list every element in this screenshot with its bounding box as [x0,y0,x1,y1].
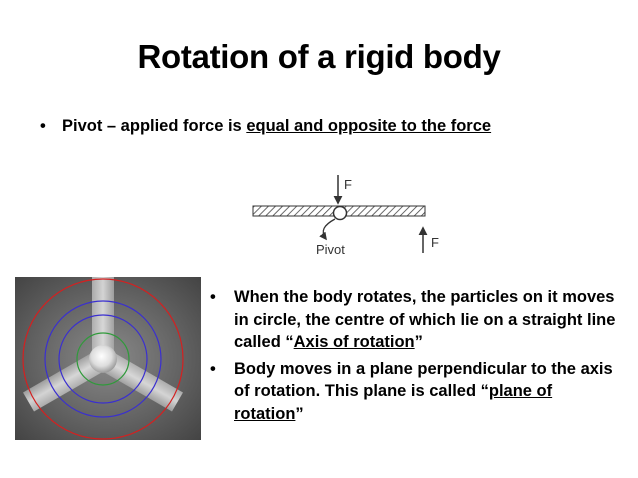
pivot-diagram: F F Pivot [252,175,439,257]
rotation-image [15,277,201,440]
bullet-text-end: ” [414,333,423,351]
bullet-list: • When the body rotates, the particles o… [210,286,620,429]
rotation-circle-green [76,332,130,386]
list-item: • When the body rotates, the particles o… [210,286,620,354]
pivot-pointer-arrow [319,218,336,241]
force-label-top: F [344,177,352,192]
pivot-point [332,205,348,221]
rotation-circle-outer [22,278,184,440]
rotation-circle-blue [58,314,148,404]
blade [92,277,114,359]
pivot-label: Pivot [316,242,345,257]
underlined-term: plane of rotation [234,382,553,423]
bullet-dot: • [40,117,46,135]
hub [89,345,117,373]
bullet-text-end: ” [295,404,304,423]
underlined-term: Axis of rotation [293,333,415,351]
force-label-bottom: F [431,235,439,250]
rotation-circle-blue [44,300,162,418]
bullet-text: Body moves in a plane perpendicular to t… [234,359,613,401]
blade [97,349,183,412]
axis-of-rotation-text: When the body rotates, the particles on … [234,286,620,354]
slide-title: Rotation of a rigid body [137,38,501,75]
bullet-dot: • [210,288,216,306]
blade [23,349,109,412]
plane-of-rotation-text: Body moves in a plane perpendicular to t… [234,358,620,426]
list-item: • Body moves in a plane perpendicular to… [210,358,620,426]
pivot-text: Pivot – applied force is [62,117,247,135]
bullet-dot: • [210,359,216,378]
pivot-underlined-text: equal and opposite to the force [246,117,492,135]
bullet-pivot: • Pivot – applied force is equal and oppo… [40,117,491,136]
bullet-text: When the body rotates, the particles on … [234,288,616,351]
